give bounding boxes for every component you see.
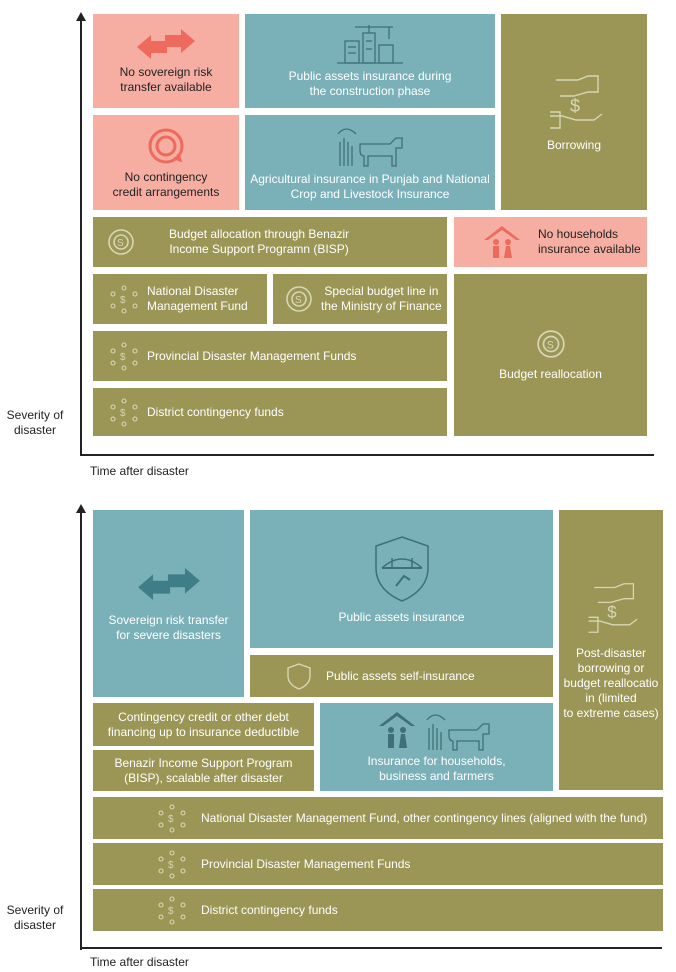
box-text: District contingency funds <box>147 404 284 419</box>
network-fund-icon: $ <box>158 804 186 833</box>
box-households-insurance: Insurance for households, business and f… <box>320 703 553 791</box>
box-text: Benazir Income Support Program (BISP), s… <box>114 755 293 785</box>
box-text: Post-disaster borrowing or budget reallo… <box>563 645 659 720</box>
double-arrow-icon <box>137 567 200 600</box>
box-text: Public assets self-insurance <box>326 668 475 683</box>
box-provincial-disaster-funds: $ Provincial Disaster Management Funds <box>93 843 663 885</box>
svg-text:$: $ <box>607 602 617 621</box>
box-no-sovereign-risk-transfer: No sovereign risk transfer available <box>93 14 239 108</box>
svg-text:$: $ <box>168 906 174 917</box>
network-fund-icon: $ <box>158 896 186 925</box>
y-axis-label: Severity of disaster <box>6 903 64 932</box>
svg-text:$: $ <box>168 814 174 825</box>
hand-money-icon: $ <box>550 74 603 129</box>
box-agricultural-insurance: Agricultural insurance in Punjab and Nat… <box>245 115 495 210</box>
box-text: Borrowing <box>546 137 602 152</box>
svg-text:$: $ <box>120 352 126 363</box>
construction-icon <box>337 25 403 64</box>
box-special-budget-line: S Special budget line in the Ministry of… <box>273 274 447 324</box>
box-text: National Disaster Management Fund, other… <box>201 810 648 825</box>
hand-money-icon: $ <box>588 582 638 633</box>
x-axis <box>80 947 662 949</box>
box-contingency-credit: Contingency credit or other debt financi… <box>93 703 314 746</box>
x-axis <box>80 454 654 456</box>
box-text: Contingency credit or other debt financi… <box>107 709 300 739</box>
network-fund-icon: $ <box>110 342 138 371</box>
box-bisp-scalable: Benazir Income Support Program (BISP), s… <box>93 750 314 791</box>
network-fund-icon: $ <box>110 285 138 314</box>
box-text: Provincial Disaster Management Funds <box>147 348 357 363</box>
svg-text:S: S <box>546 339 553 351</box>
box-text: National Disaster Management Fund <box>147 284 248 313</box>
svg-text:$: $ <box>168 860 174 871</box>
budget-cycle-icon: S <box>286 286 312 312</box>
svg-text:$: $ <box>120 408 126 419</box>
box-text: Sovereign risk transfer for severe disas… <box>108 612 229 642</box>
budget-cycle-icon: S <box>536 329 565 358</box>
box-district-contingency-funds: $ District contingency funds <box>93 388 447 436</box>
box-text: Agricultural insurance in Punjab and Nat… <box>250 171 490 201</box>
box-text: Provincial Disaster Management Funds <box>201 856 411 871</box>
box-text: No households insurance available <box>538 227 641 256</box>
shield-icon <box>287 663 311 690</box>
box-text: Public assets insurance <box>338 609 465 624</box>
box-district-contingency-funds: $ District contingency funds <box>93 889 663 931</box>
box-no-contingency-credit: No contingency credit arrangements <box>93 115 239 210</box>
box-text: Public assets insurance during the const… <box>288 69 452 98</box>
svg-text:$: $ <box>570 96 580 116</box>
box-post-disaster-borrowing: $ Post-disaster borrowing or budget real… <box>559 510 663 790</box>
crop-livestock-icon <box>337 127 403 167</box>
budget-cycle-icon: S <box>108 229 134 255</box>
box-text: No sovereign risk transfer available <box>119 65 213 94</box>
box-national-disaster-management-fund: $ National Disaster Management Fund <box>93 274 267 324</box>
y-axis <box>80 510 82 950</box>
y-axis-arrowhead <box>76 12 86 21</box>
box-public-assets-insurance: Public assets insurance <box>250 510 553 648</box>
box-text: Special budget line in the Ministry of F… <box>321 284 442 313</box>
box-borrowing: $ Borrowing <box>501 14 647 210</box>
box-text: District contingency funds <box>201 902 338 917</box>
x-axis-label: Time after disaster <box>90 955 189 969</box>
box-no-households-insurance: No households insurance available <box>454 217 647 267</box>
double-arrow-icon <box>137 29 195 59</box>
box-budget-reallocation: S Budget reallocation <box>454 274 647 436</box>
box-text: Insurance for households, business and f… <box>367 754 506 783</box>
x-axis-label: Time after disaster <box>90 464 189 478</box>
box-text: Budget allocation through Benazir Income… <box>169 227 350 256</box>
box-sovereign-risk-transfer: Sovereign risk transfer for severe disas… <box>93 510 244 697</box>
refresh-credit-icon <box>148 128 184 163</box>
network-fund-icon: $ <box>158 850 186 879</box>
bridge-shield-icon <box>374 535 429 602</box>
y-axis-label: Severity of disaster <box>6 408 64 437</box>
box-provincial-disaster-funds: $ Provincial Disaster Management Funds <box>93 331 447 381</box>
box-text: No contingency credit arrangements <box>112 169 220 199</box>
box-public-assets-construction: Public assets insurance during the const… <box>245 14 495 108</box>
svg-text:S: S <box>295 295 302 306</box>
box-bisp-budget-allocation: S Budget allocation through Benazir Inco… <box>93 217 447 267</box>
y-axis-arrowhead <box>76 504 86 513</box>
box-ndmf-contingency-lines: $ National Disaster Management Fund, oth… <box>93 797 663 839</box>
y-axis <box>80 18 82 456</box>
household-icon <box>378 712 490 751</box>
box-text: Budget reallocation <box>499 366 602 381</box>
svg-text:$: $ <box>120 295 126 306</box>
svg-text:S: S <box>117 238 124 249</box>
network-fund-icon: $ <box>110 398 138 427</box>
box-public-assets-self-insurance: Public assets self-insurance <box>250 655 553 697</box>
household-icon <box>484 226 520 258</box>
